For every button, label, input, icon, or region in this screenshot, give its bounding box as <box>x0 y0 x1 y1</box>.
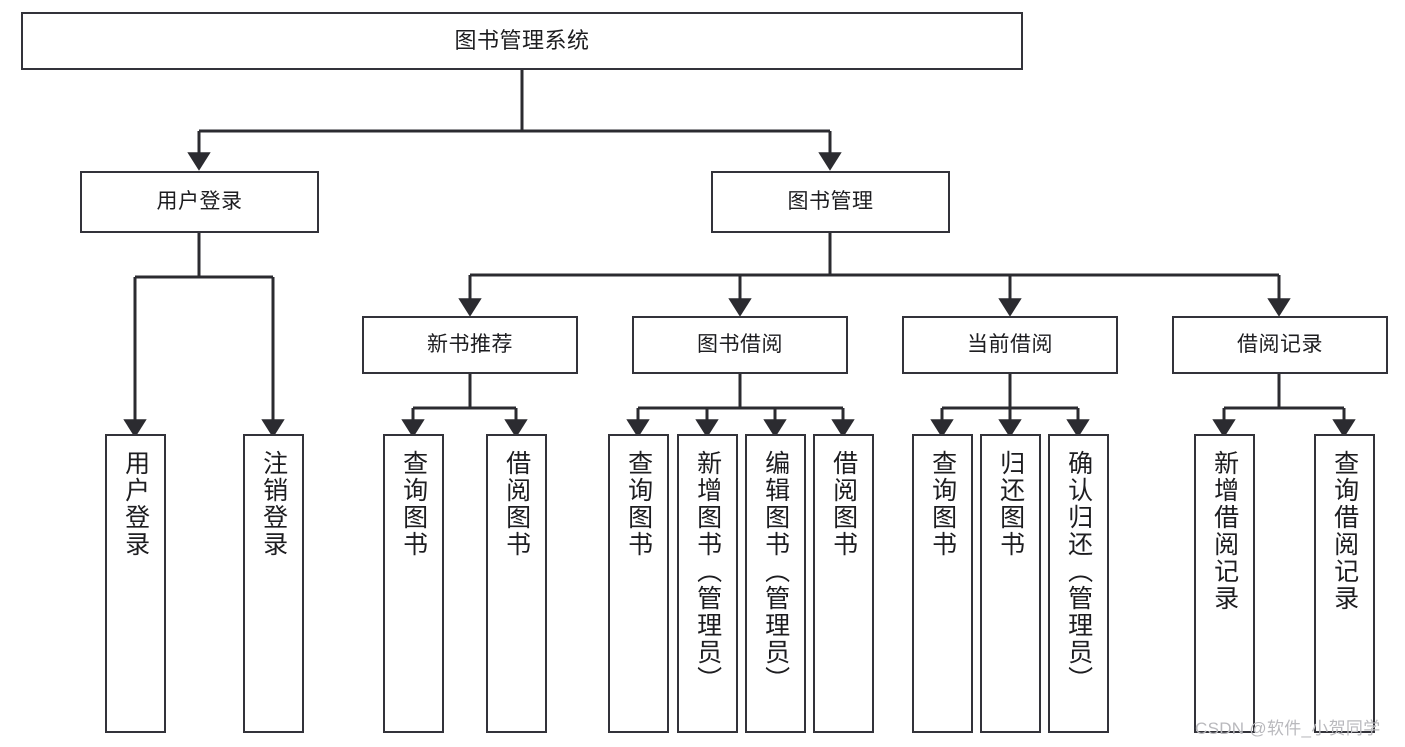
node-user-login[interactable]: 用户登录 <box>80 171 319 233</box>
leaf-user-logout[interactable]: 注销登录 <box>243 434 304 733</box>
leaf-rec-query-book[interactable]: 查询图书 <box>383 434 444 733</box>
leaf-record-query[interactable]: 查询借阅记录 <box>1314 434 1375 733</box>
node-current-borrow[interactable]: 当前借阅 <box>902 316 1118 374</box>
node-label: 新增图书（管理员） <box>693 450 722 693</box>
node-label: 查询图书 <box>928 450 957 558</box>
leaf-cur-confirm-return[interactable]: 确认归还（管理员） <box>1048 434 1109 733</box>
node-book-manage[interactable]: 图书管理 <box>711 171 950 233</box>
node-label: 图书管理系统 <box>454 27 590 53</box>
watermark: CSDN @软件_小贺同学 <box>1195 719 1381 738</box>
node-label: 查询图书 <box>399 450 428 558</box>
node-label: 新增借阅记录 <box>1210 450 1239 612</box>
node-new-book-rec[interactable]: 新书推荐 <box>362 316 578 374</box>
leaf-record-add[interactable]: 新增借阅记录 <box>1194 434 1255 733</box>
node-label: 确认归还（管理员） <box>1064 450 1093 693</box>
leaf-borrow-lend-book[interactable]: 借阅图书 <box>813 434 874 733</box>
node-label: 新书推荐 <box>427 333 513 357</box>
node-label: 归还图书 <box>996 450 1025 558</box>
node-label: 借阅记录 <box>1237 333 1323 357</box>
node-book-borrow[interactable]: 图书借阅 <box>632 316 848 374</box>
node-label: 借阅图书 <box>829 450 858 558</box>
leaf-borrow-query-book[interactable]: 查询图书 <box>608 434 669 733</box>
node-label: 注销登录 <box>259 450 288 558</box>
leaf-user-login[interactable]: 用户登录 <box>105 434 166 733</box>
node-label: 查询图书 <box>624 450 653 558</box>
leaf-rec-borrow-book[interactable]: 借阅图书 <box>486 434 547 733</box>
node-label: 图书借阅 <box>697 333 783 357</box>
leaf-cur-return-book[interactable]: 归还图书 <box>980 434 1041 733</box>
leaf-borrow-edit-book[interactable]: 编辑图书（管理员） <box>745 434 806 733</box>
node-root[interactable]: 图书管理系统 <box>21 12 1023 70</box>
node-label: 图书管理 <box>787 190 874 214</box>
node-label: 编辑图书（管理员） <box>761 450 790 693</box>
node-borrow-record[interactable]: 借阅记录 <box>1172 316 1388 374</box>
node-label: 查询借阅记录 <box>1330 450 1359 612</box>
node-label: 借阅图书 <box>502 450 531 558</box>
node-label: 用户登录 <box>121 450 150 558</box>
leaf-cur-query-book[interactable]: 查询图书 <box>912 434 973 733</box>
node-label: 当前借阅 <box>967 333 1053 357</box>
leaf-borrow-add-book[interactable]: 新增图书（管理员） <box>677 434 738 733</box>
node-label: 用户登录 <box>156 190 243 214</box>
